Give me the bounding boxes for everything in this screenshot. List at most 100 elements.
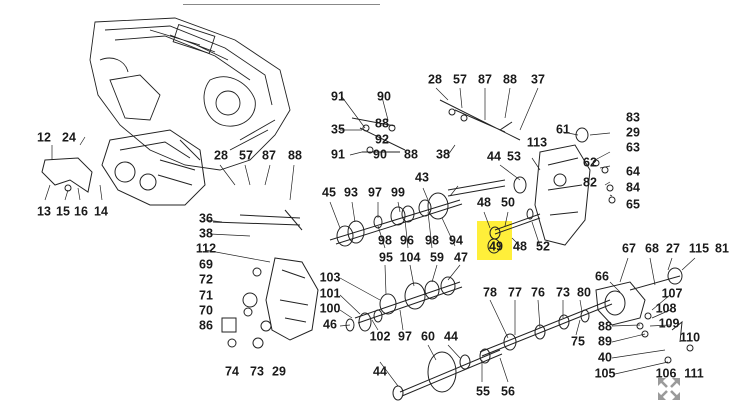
part-callout[interactable]: 40 [598,350,612,365]
part-callout[interactable]: 57 [453,72,467,87]
part-callout[interactable]: 62 [583,155,597,170]
part-callout[interactable]: 28 [428,72,442,87]
part-callout[interactable]: 88 [375,116,389,131]
part-callout[interactable]: 77 [508,285,522,300]
part-callout[interactable]: 53 [507,149,521,164]
part-callout[interactable]: 74 [225,364,239,379]
part-callout[interactable]: 65 [626,197,640,212]
part-callout[interactable]: 97 [368,185,382,200]
part-callout[interactable]: 37 [531,72,545,87]
part-callout[interactable]: 113 [526,135,548,150]
part-callout[interactable]: 78 [483,285,497,300]
part-callout[interactable]: 103 [319,270,341,285]
part-callout[interactable]: 101 [319,286,341,301]
part-callout[interactable]: 110 [679,330,701,345]
part-callout[interactable]: 29 [272,364,286,379]
part-callout[interactable]: 112 [195,241,217,256]
part-callout[interactable]: 82 [583,175,597,190]
part-callout[interactable]: 66 [595,269,609,284]
part-callout[interactable]: 49 [489,239,503,254]
part-callout[interactable]: 99 [391,185,405,200]
part-callout[interactable]: 67 [622,241,636,256]
part-callout[interactable]: 73 [250,364,264,379]
part-callout[interactable]: 111 [684,366,704,381]
part-callout[interactable]: 48 [477,195,491,210]
part-callout[interactable]: 12 [37,130,51,145]
part-callout[interactable]: 90 [377,89,391,104]
part-callout[interactable]: 70 [199,303,213,318]
part-callout[interactable]: 98 [425,233,439,248]
part-callout[interactable]: 46 [323,317,337,332]
part-callout[interactable]: 52 [536,239,550,254]
part-callout[interactable]: 38 [436,147,450,162]
part-callout[interactable]: 55 [476,384,490,399]
part-callout[interactable]: 102 [369,329,391,344]
part-callout[interactable]: 95 [379,250,393,265]
part-callout[interactable]: 106 [655,366,677,381]
part-callout[interactable]: 36 [199,211,213,226]
part-callout[interactable]: 63 [626,140,640,155]
part-callout[interactable]: 68 [645,241,659,256]
part-callout[interactable]: 88 [288,148,302,163]
part-callout[interactable]: 109 [658,316,680,331]
part-callout[interactable]: 91 [331,89,345,104]
part-callout[interactable]: 69 [199,257,213,272]
part-callout[interactable]: 86 [199,318,213,333]
part-callout[interactable]: 47 [454,250,468,265]
part-callout[interactable]: 35 [331,122,345,137]
part-callout[interactable]: 115 [688,241,710,256]
part-callout[interactable]: 93 [344,185,358,200]
part-callout[interactable]: 45 [322,185,336,200]
part-callout[interactable]: 87 [478,72,492,87]
part-callout[interactable]: 44 [487,149,501,164]
part-callout[interactable]: 87 [262,148,276,163]
part-callout[interactable]: 75 [571,334,585,349]
part-callout[interactable]: 28 [214,148,228,163]
part-callout[interactable]: 88 [503,72,517,87]
part-callout[interactable]: 64 [626,164,640,179]
part-callout[interactable]: 15 [56,204,70,219]
part-callout[interactable]: 83 [626,110,640,125]
part-callout[interactable]: 44 [444,329,458,344]
part-callout[interactable]: 50 [501,195,515,210]
expand-arrows-icon[interactable] [656,376,682,402]
part-callout[interactable]: 24 [62,130,76,145]
part-callout[interactable]: 44 [373,364,387,379]
part-callout[interactable]: 48 [513,239,527,254]
part-callout[interactable]: 14 [94,204,108,219]
part-callout[interactable]: 80 [577,285,591,300]
part-callout[interactable]: 56 [501,384,515,399]
part-callout[interactable]: 29 [626,125,640,140]
part-callout[interactable]: 89 [598,334,612,349]
part-callout[interactable]: 57 [239,148,253,163]
bracket-drawing [41,157,93,193]
part-callout[interactable]: 107 [661,286,683,301]
part-callout[interactable]: 84 [626,180,640,195]
part-callout[interactable]: 38 [199,226,213,241]
part-callout[interactable]: 92 [375,132,389,147]
part-callout[interactable]: 76 [531,285,545,300]
part-callout[interactable]: 88 [598,319,612,334]
part-callout[interactable]: 43 [415,170,429,185]
part-callout[interactable]: 108 [655,301,677,316]
part-callout[interactable]: 88 [404,147,418,162]
part-callout[interactable]: 97 [398,329,412,344]
part-callout[interactable]: 91 [331,147,345,162]
part-callout[interactable]: 61 [556,122,570,137]
part-callout[interactable]: 98 [378,233,392,248]
part-callout[interactable]: 72 [199,272,213,287]
part-callout[interactable]: 13 [37,204,51,219]
part-callout[interactable]: 105 [594,366,616,381]
part-callout[interactable]: 81 [715,241,729,256]
part-callout[interactable]: 71 [199,288,213,303]
part-callout[interactable]: 96 [400,233,414,248]
part-callout[interactable]: 60 [421,329,435,344]
part-callout[interactable]: 104 [399,250,421,265]
part-callout[interactable]: 94 [449,233,463,248]
part-callout[interactable]: 59 [430,250,444,265]
part-callout[interactable]: 100 [319,301,341,316]
part-callout[interactable]: 27 [666,241,680,256]
part-callout[interactable]: 73 [556,285,570,300]
part-callout[interactable]: 16 [74,204,88,219]
part-callout[interactable]: 90 [373,147,387,162]
